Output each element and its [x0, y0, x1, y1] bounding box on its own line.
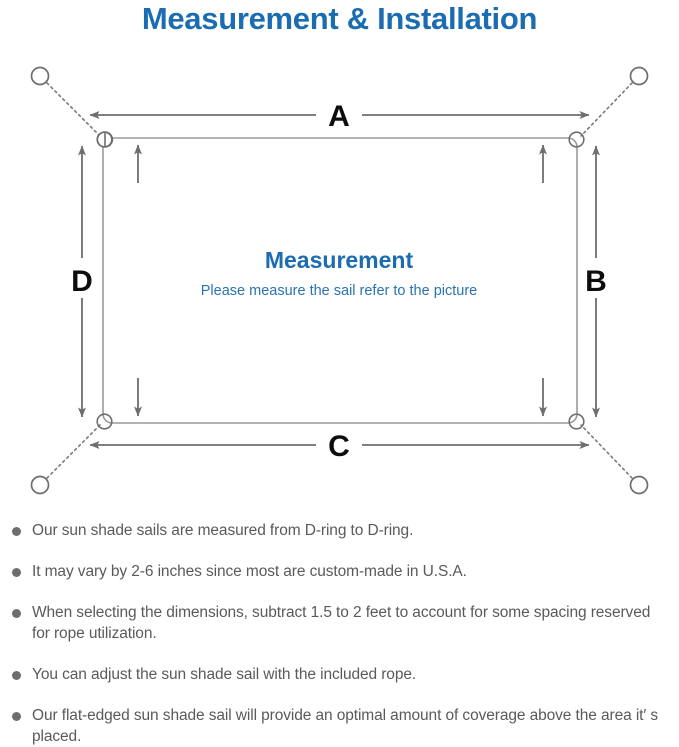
- dimension-arrow-c: C: [89, 430, 590, 463]
- page-title: Measurement & Installation: [141, 1, 538, 36]
- d-ring-bottom-left-circle: [96, 413, 113, 430]
- d-rings: [96, 131, 585, 430]
- note-text: Our flat-edged sun shade sail will provi…: [32, 707, 659, 745]
- rope-line-bottom-left: [46, 424, 101, 479]
- corner-install-arrows: [134, 144, 547, 417]
- anchor-ring-bottom-right: [629, 475, 649, 495]
- d-ring-bottom-right-circle: [568, 413, 585, 430]
- rope-line-top-left: [46, 82, 101, 137]
- list-item: When selecting the dimensions, subtract …: [0, 602, 679, 644]
- bullet-icon: [12, 568, 21, 577]
- rope-lines: [46, 82, 633, 479]
- shade-sail-measurement-diagram: Measurement Please measure the sail refe…: [0, 44, 679, 514]
- sail-body: [102, 137, 578, 424]
- bullet-icon: [12, 712, 21, 721]
- diagram-canvas: Measurement Please measure the sail refe…: [30, 66, 649, 495]
- list-item: Our flat-edged sun shade sail will provi…: [0, 705, 679, 747]
- sail-caption-subtitle: Please measure the sail refer to the pic…: [201, 283, 477, 299]
- sail-caption-title: Measurement: [265, 247, 414, 273]
- list-item: You can adjust the sun shade sail with t…: [0, 664, 679, 685]
- anchor-ring-top-right: [629, 66, 649, 86]
- d-ring-top-left-circle: [96, 131, 113, 148]
- rope-line-bottom-right: [580, 424, 633, 479]
- dimension-label-d: D: [71, 265, 93, 298]
- list-item: It may vary by 2-6 inches since most are…: [0, 561, 679, 582]
- dimension-arrow-b: B: [585, 145, 607, 418]
- note-text: When selecting the dimensions, subtract …: [32, 604, 651, 642]
- note-text: It may vary by 2-6 inches since most are…: [32, 563, 467, 580]
- bullet-icon: [12, 671, 21, 680]
- bullet-icon: [12, 527, 21, 536]
- dimension-arrow-a: A: [89, 100, 590, 133]
- note-text: You can adjust the sun shade sail with t…: [32, 666, 417, 683]
- dimension-label-c: C: [328, 430, 350, 463]
- dimension-arrow-d: D: [71, 145, 93, 418]
- list-item: Our sun shade sails are measured from D-…: [0, 520, 679, 541]
- note-text: Our sun shade sails are measured from D-…: [32, 522, 414, 539]
- anchor-ring-bottom-left: [30, 475, 50, 495]
- bullet-icon: [12, 609, 21, 618]
- notes-list: Our sun shade sails are measured from D-…: [0, 520, 679, 747]
- anchor-rings: [30, 66, 649, 495]
- dimension-label-a: A: [328, 100, 350, 133]
- dimension-label-b: B: [585, 265, 607, 298]
- d-ring-top-right-circle: [568, 131, 585, 148]
- anchor-ring-top-left: [30, 66, 50, 86]
- rope-line-top-right: [580, 82, 633, 137]
